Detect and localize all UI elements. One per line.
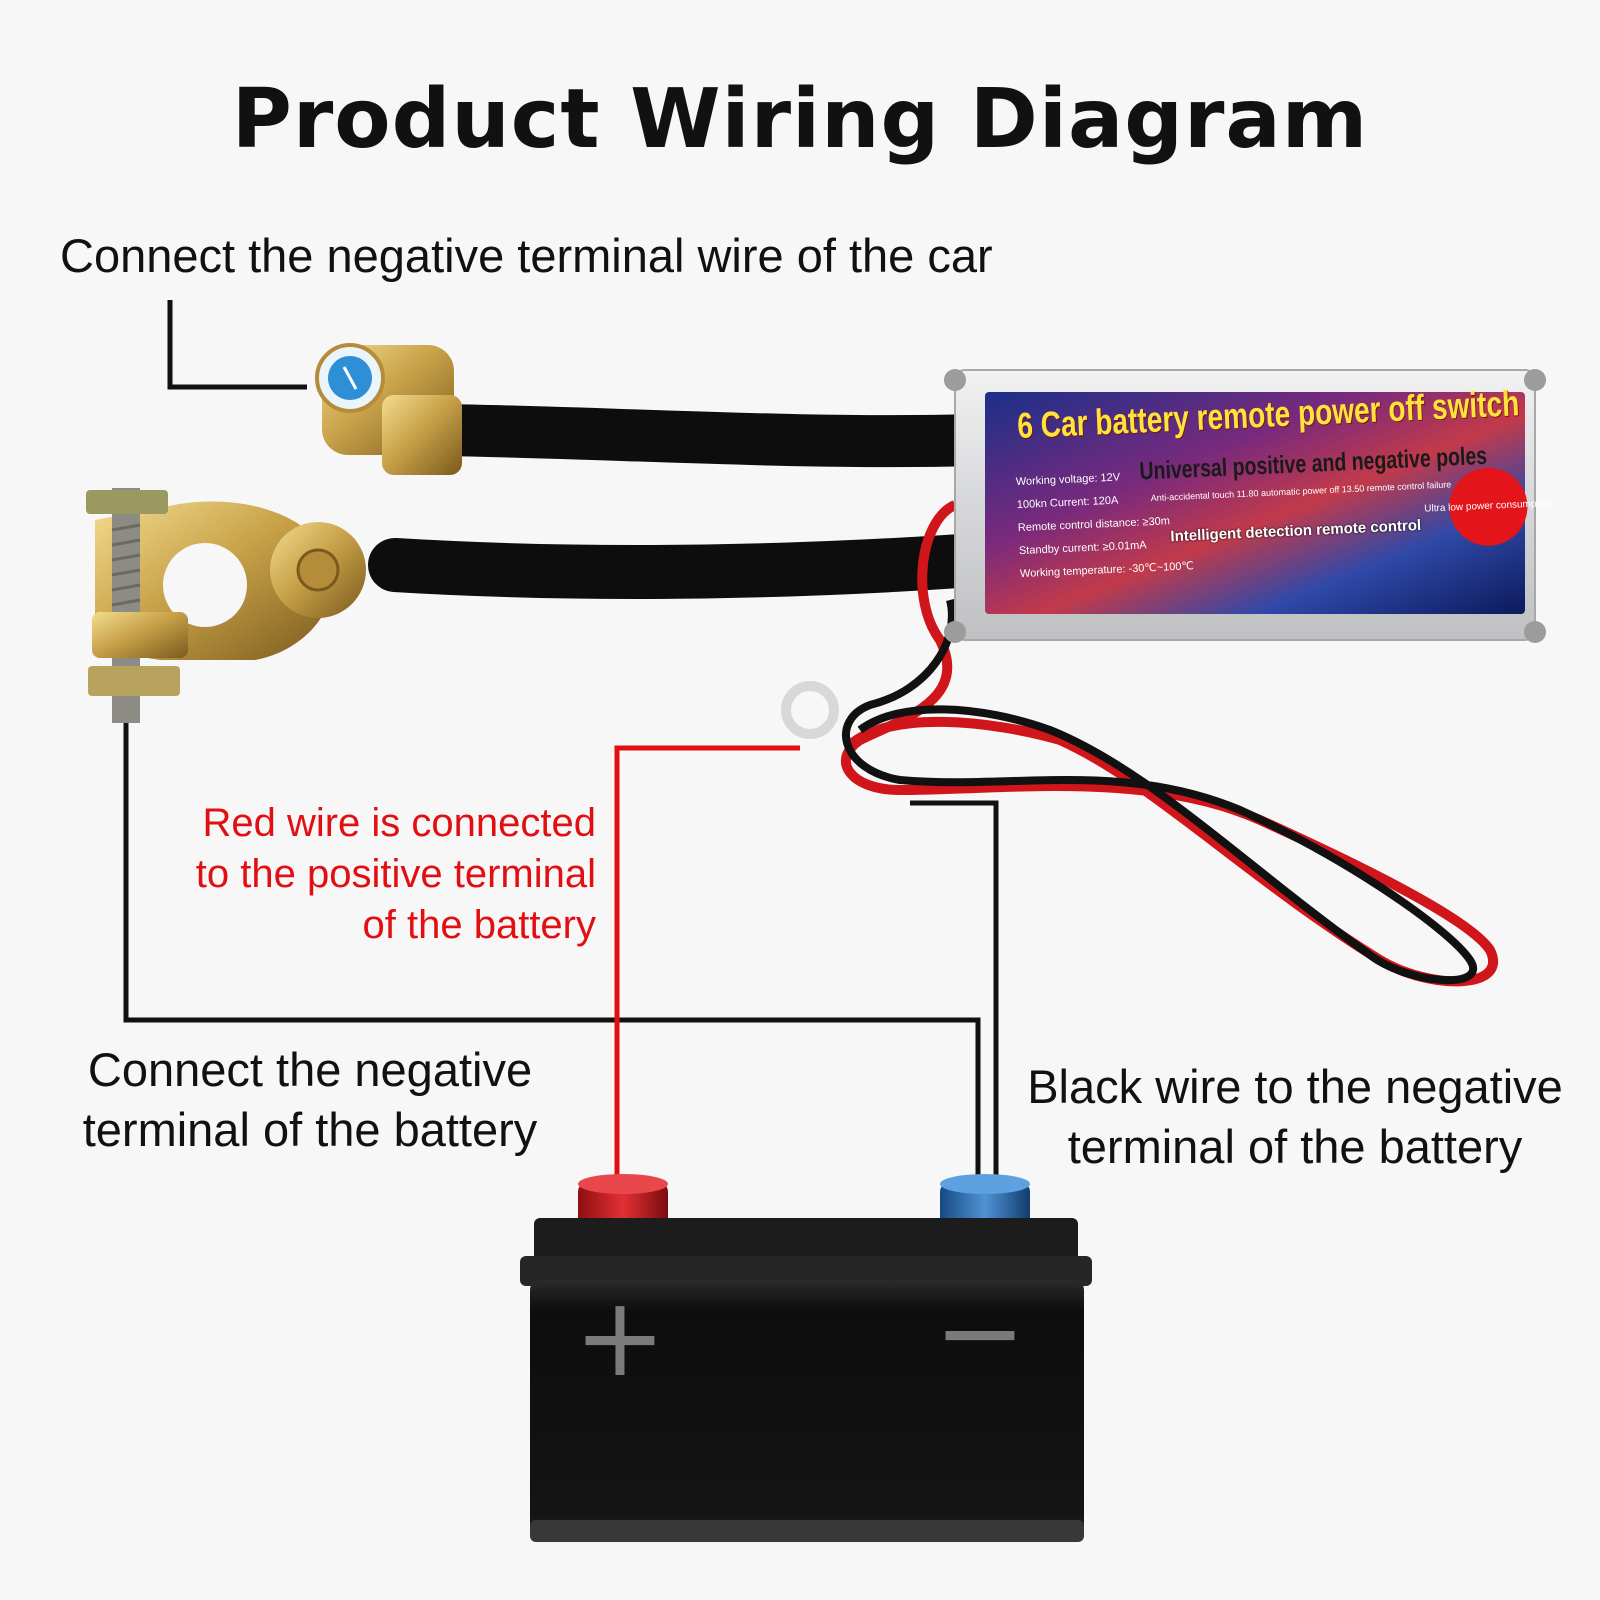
battery-minus-symbol: − xyxy=(934,1268,1026,1396)
black-pigtail-wire xyxy=(842,599,1477,985)
battery-negative-caption: Connect the negative terminal of the bat… xyxy=(40,1040,580,1160)
upper-cable xyxy=(414,404,1001,468)
caption-line: to the positive terminal xyxy=(195,852,596,896)
car-negative-leader-line xyxy=(167,300,307,390)
caption-line: Connect the negative xyxy=(87,1043,533,1096)
black-wire-caption: Black wire to the negative terminal of t… xyxy=(1000,1057,1590,1177)
switch-box xyxy=(944,369,1546,643)
caption-line: Black wire to the negative xyxy=(1027,1060,1563,1113)
switch-box-label: 6 Car battery remote power off switch Un… xyxy=(996,374,1553,598)
low-power-badge: Ultra low power consumption xyxy=(1424,466,1553,548)
caption-line: terminal of the battery xyxy=(82,1103,538,1156)
switch-box-specs: Working voltage: 12V 100kn Current: 120A… xyxy=(1015,463,1195,586)
page-title: Product Wiring Diagram xyxy=(231,72,1369,167)
red-wire-caption: Red wire is connected to the positive te… xyxy=(196,798,596,951)
battery-negative-clamp xyxy=(86,488,366,723)
black-wire-leader-line xyxy=(910,800,999,1190)
switch-box-feature: Intelligent detection remote control xyxy=(1170,516,1422,546)
battery-plus-symbol: + xyxy=(574,1273,666,1401)
battery: + − xyxy=(520,1174,1092,1542)
caption-line: terminal of the battery xyxy=(1067,1120,1523,1173)
battery-negative-leader-line xyxy=(123,722,981,1192)
caption-line: of the battery xyxy=(362,903,596,947)
caption-line: Red wire is connected xyxy=(202,801,596,845)
car-negative-clamp xyxy=(315,343,462,475)
lower-cable xyxy=(368,533,1002,599)
car-negative-caption: Connect the negative terminal wire of th… xyxy=(60,229,993,282)
red-wire-leader-line xyxy=(614,745,800,1188)
ring-terminal xyxy=(781,681,839,739)
